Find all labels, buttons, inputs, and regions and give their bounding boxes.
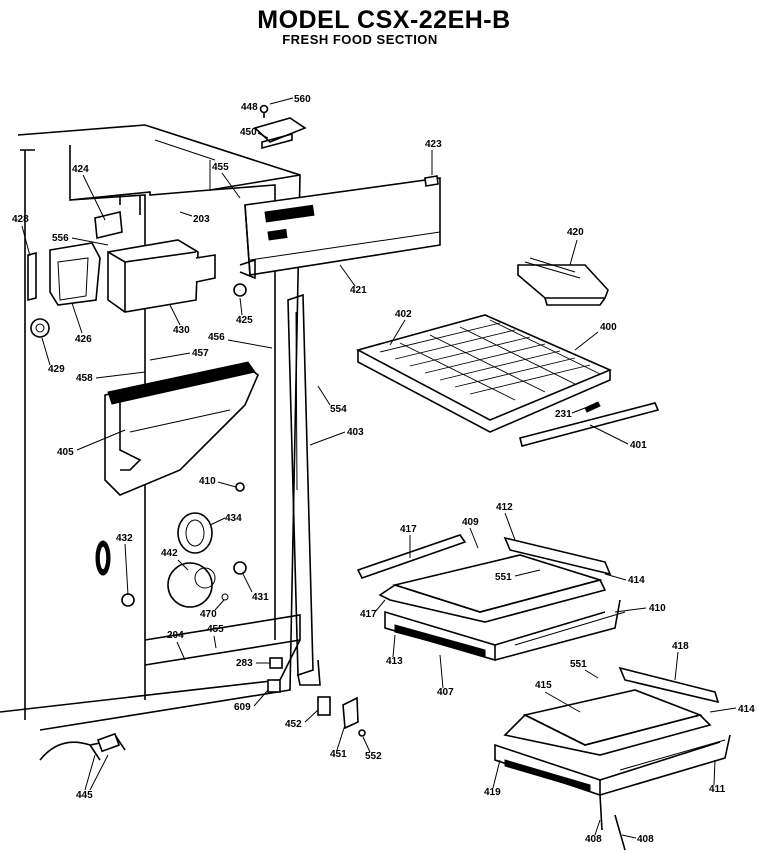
label-458: 458 (76, 373, 93, 384)
label-456: 456 (208, 332, 225, 343)
wire-shelf (355, 257, 660, 447)
label-418: 418 (672, 641, 689, 652)
label-413: 413 (386, 656, 403, 667)
cold-control-assembly (27, 211, 247, 338)
control-panel (239, 175, 441, 280)
label-425: 425 (236, 315, 253, 326)
label-432: 432 (116, 533, 133, 544)
label-426: 426 (75, 334, 92, 345)
label-419: 419 (484, 787, 501, 798)
label-551-bottom: 551 (570, 659, 587, 670)
label-424: 424 (72, 164, 89, 175)
label-408-right: 408 (637, 834, 654, 845)
label-231: 231 (555, 409, 572, 420)
label-417-top: 417 (400, 524, 417, 535)
label-455-bottom: 455 (207, 624, 224, 635)
label-552: 552 (365, 751, 382, 762)
label-412: 412 (496, 502, 513, 513)
label-429: 429 (48, 364, 65, 375)
label-401: 401 (630, 440, 647, 451)
label-448: 448 (241, 102, 258, 113)
label-431: 431 (252, 592, 269, 603)
label-609: 609 (234, 702, 251, 713)
diagram-subtitle: FRESH FOOD SECTION (282, 32, 438, 47)
label-415: 415 (535, 680, 552, 691)
label-560: 560 (294, 94, 311, 105)
label-430: 430 (173, 325, 190, 336)
label-204: 204 (167, 630, 184, 641)
label-420: 420 (567, 227, 584, 238)
part-labels: 448 560 450 423 424 455 203 428 556 420 … (12, 94, 755, 845)
label-409-top: 409 (462, 517, 479, 528)
label-400: 400 (600, 322, 617, 333)
top-hinge (253, 104, 307, 150)
label-434: 434 (225, 513, 242, 524)
label-421: 421 (350, 285, 367, 296)
crisper-cover-shelf (356, 534, 626, 662)
shelf-rail (287, 293, 321, 686)
label-410: 410 (649, 603, 666, 614)
label-414-bottom: 414 (738, 704, 755, 715)
label-407: 407 (437, 687, 454, 698)
label-556: 556 (52, 233, 69, 244)
label-470-bottom: 470 (200, 609, 217, 620)
label-554: 554 (330, 404, 347, 415)
label-414-top: 414 (628, 575, 645, 586)
label-450: 450 (240, 127, 257, 138)
crisper-cover-frame (104, 361, 259, 496)
label-402: 402 (395, 309, 412, 320)
label-551-top: 551 (495, 572, 512, 583)
label-408-left: 408 (585, 834, 602, 845)
label-405: 405 (57, 447, 74, 458)
diagram-title: MODEL CSX-22EH-B (257, 6, 511, 34)
crisper-drawer (494, 666, 731, 851)
label-428: 428 (12, 214, 29, 225)
label-452: 452 (285, 719, 302, 730)
label-203: 203 (193, 214, 210, 225)
label-283: 283 (236, 658, 253, 669)
cabinet-liner (0, 124, 301, 731)
label-417-bottom: 417 (360, 609, 377, 620)
label-451: 451 (330, 749, 347, 760)
label-445: 445 (76, 790, 93, 801)
label-423: 423 (425, 139, 442, 150)
misc-parts (39, 482, 366, 761)
label-403: 403 (347, 427, 364, 438)
label-411: 411 (709, 784, 726, 795)
label-457: 457 (192, 348, 209, 359)
label-470-top: 410 (199, 476, 216, 487)
label-455-top: 455 (212, 162, 229, 173)
label-442: 442 (161, 548, 178, 559)
